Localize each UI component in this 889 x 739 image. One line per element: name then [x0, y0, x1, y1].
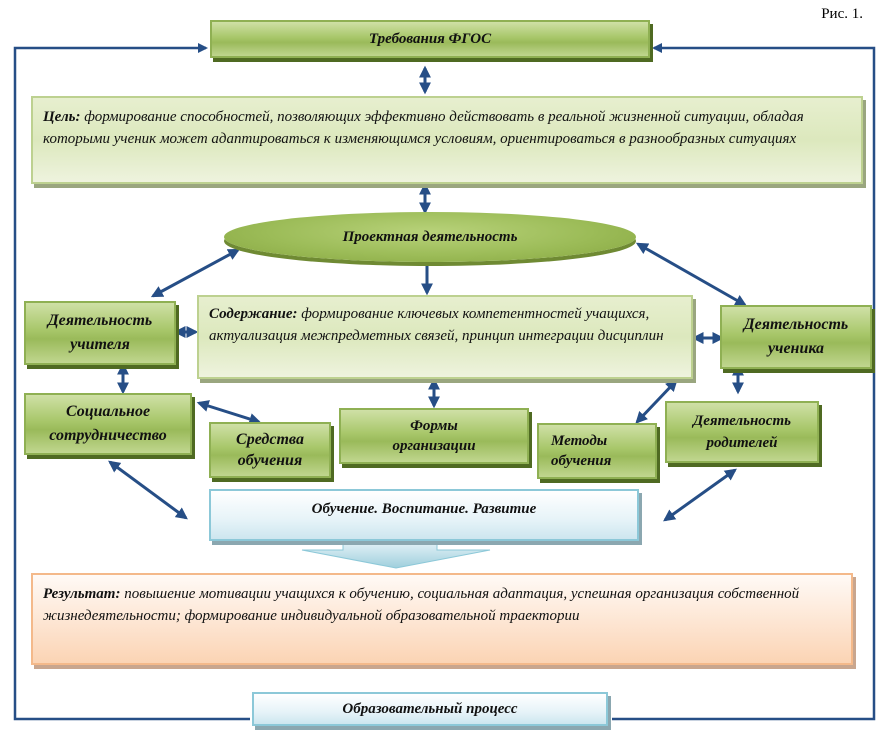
- loop-left: [13, 43, 250, 721]
- student-activity-line1: Деятельность: [743, 316, 849, 333]
- goal-heading: Цель:: [43, 109, 81, 125]
- result-heading: Результат:: [43, 586, 121, 602]
- parents-activity-line2: родителей: [706, 435, 778, 451]
- social-cooperation-box: Социальное сотрудничество: [24, 393, 192, 455]
- parents-activity-line1: Деятельность: [693, 413, 791, 429]
- social-cooperation-line1: Социальное: [65, 403, 151, 420]
- learning-upbringing-development-box: Обучение. Воспитание. Развитие: [209, 489, 639, 541]
- organization-forms-line2: организации: [392, 438, 476, 454]
- arrow-project-student: [635, 242, 748, 307]
- goal-text: формирование способностей, позволяющих э…: [43, 109, 804, 147]
- arrow-social-means: [196, 400, 262, 425]
- teaching-methods-line1: Методы: [551, 433, 608, 449]
- teacher-activity-line1: Деятельность: [47, 312, 153, 329]
- teacher-activity-box: Деятельность учителя: [24, 301, 176, 365]
- student-activity-box: Деятельность ученика: [720, 305, 872, 369]
- educational-process-label: Образовательный процесс: [342, 701, 518, 717]
- parents-activity-box: Деятельность родителей: [665, 401, 819, 463]
- teaching-methods-box: Методы обучения: [537, 423, 657, 479]
- big-down-arrow-shape: [301, 539, 491, 569]
- learning-upbringing-development-label: Обучение. Воспитание. Развитие: [311, 501, 537, 517]
- teaching-means-line2: обучения: [237, 452, 303, 469]
- figure-label: Рис. 1.: [821, 6, 863, 22]
- loop-right: [612, 43, 876, 721]
- social-cooperation-line2: сотрудничество: [49, 427, 167, 444]
- arrow-content-methods: [635, 379, 678, 424]
- arrow-project-teacher: [150, 248, 241, 298]
- project-activity-ellipse: Проектная деятельность: [224, 212, 636, 262]
- result-text: повышение мотивации учащихся к обучению,…: [43, 586, 800, 624]
- arrow-social-learning: [108, 460, 188, 520]
- organization-forms-box: Формы организации: [339, 408, 529, 464]
- content-text: формирование ключевых компетентностей уч…: [209, 306, 664, 344]
- teaching-methods-line2: обучения: [551, 453, 612, 469]
- organization-forms-line1: Формы: [410, 418, 458, 434]
- content-box: Содержание: формирование ключевых компет…: [197, 295, 693, 379]
- fgos-requirements-label: Требования ФГОС: [368, 31, 492, 47]
- fgos-requirements-box: Требования ФГОС: [210, 20, 650, 58]
- teacher-activity-line2: учителя: [70, 336, 130, 353]
- goal-box: Цель: формирование способностей, позволя…: [31, 96, 863, 184]
- arrow-parents-learning: [663, 468, 737, 522]
- content-heading: Содержание:: [209, 306, 298, 322]
- result-box: Результат: повышение мотивации учащихся …: [31, 573, 853, 665]
- project-activity-label: Проектная деятельность: [342, 229, 518, 245]
- educational-process-box: Образовательный процесс: [252, 692, 608, 726]
- teaching-means-line1: Средства: [236, 431, 304, 448]
- teaching-means-box: Средства обучения: [209, 422, 331, 478]
- student-activity-line2: ученика: [767, 340, 825, 357]
